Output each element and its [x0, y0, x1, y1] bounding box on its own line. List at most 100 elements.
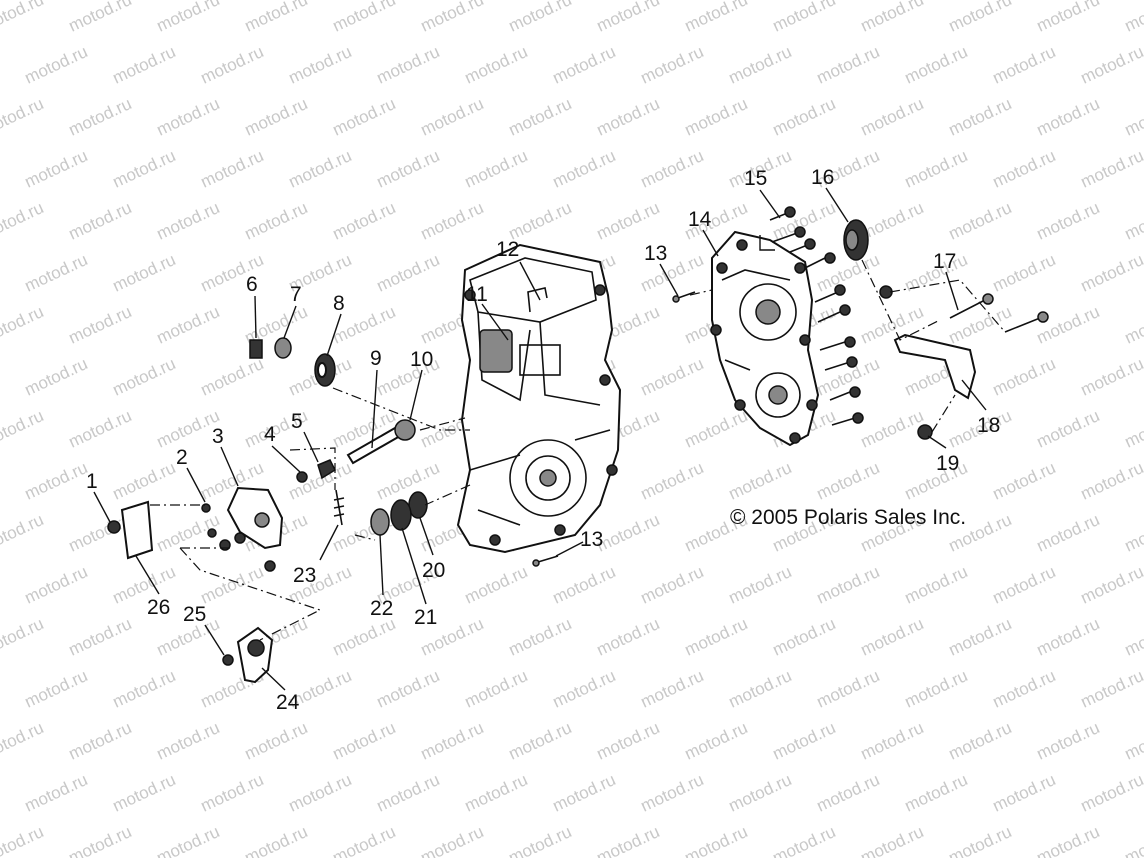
callout-13-upper: 13: [644, 242, 667, 265]
watermark-text: motod.ru: [770, 822, 839, 858]
watermark-text: motod.ru: [594, 94, 663, 140]
watermark-text: motod.ru: [110, 354, 179, 400]
watermark-text: motod.ru: [990, 562, 1059, 608]
watermark-text: motod.ru: [946, 302, 1015, 348]
watermark-text: motod.ru: [154, 0, 223, 36]
watermark-text: motod.ru: [594, 0, 663, 36]
callout-16: 16: [811, 166, 834, 189]
watermark-text: motod.ru: [506, 198, 575, 244]
callout-3: 3: [212, 425, 224, 448]
watermark-text: motod.ru: [66, 198, 135, 244]
watermark-text: motod.ru: [66, 406, 135, 452]
watermark-text: motod.ru: [814, 42, 883, 88]
watermark-text: motod.ru: [198, 562, 267, 608]
watermark-text: motod.ru: [1034, 406, 1103, 452]
watermark-text: motod.ru: [0, 94, 46, 140]
watermark-text: motod.ru: [66, 614, 135, 660]
callout-22: 22: [370, 597, 393, 620]
watermark-text: motod.ru: [374, 770, 443, 816]
watermark-text: motod.ru: [990, 354, 1059, 400]
watermark-text: motod.ru: [594, 822, 663, 858]
watermark-text: motod.ru: [1078, 146, 1144, 192]
watermark-text: motod.ru: [1078, 562, 1144, 608]
watermark-text: motod.ru: [374, 146, 443, 192]
watermark-text: motod.ru: [198, 354, 267, 400]
watermark-text: motod.ru: [1078, 354, 1144, 400]
watermark-text: motod.ru: [550, 146, 619, 192]
part-dowel-pins: [532, 291, 696, 567]
watermark-text: motod.ru: [0, 302, 46, 348]
part-gearcase-housing: [456, 243, 622, 554]
callout-18: 18: [977, 414, 1000, 437]
watermark-text: motod.ru: [22, 770, 91, 816]
watermark-text: motod.ru: [1122, 822, 1144, 858]
callout-7: 7: [290, 283, 302, 306]
watermark-text: motod.ru: [1078, 458, 1144, 504]
watermark-text: motod.ru: [814, 458, 883, 504]
callout-17: 17: [933, 250, 956, 273]
watermark-text: motod.ru: [330, 614, 399, 660]
part-key: [249, 339, 263, 359]
watermark-text: motod.ru: [154, 198, 223, 244]
watermark-text: motod.ru: [0, 42, 2, 88]
watermark-text: motod.ru: [550, 562, 619, 608]
watermark-text: motod.ru: [0, 822, 46, 858]
watermark-text: motod.ru: [638, 458, 707, 504]
watermark-text: motod.ru: [902, 770, 971, 816]
watermark-text: motod.ru: [66, 822, 135, 858]
callout-12: 12: [496, 238, 519, 261]
watermark-text: motod.ru: [22, 250, 91, 296]
callout-6: 6: [246, 273, 258, 296]
callout-1: 1: [86, 470, 98, 493]
part-sensor-hole: [247, 639, 265, 657]
watermark-text: motod.ru: [726, 770, 795, 816]
part-bushing: [274, 337, 292, 359]
watermark-text: motod.ru: [66, 302, 135, 348]
watermark-text: motod.ru: [110, 42, 179, 88]
watermark-text: motod.ru: [726, 562, 795, 608]
watermark-text: motod.ru: [110, 666, 179, 712]
copyright-notice: © 2005 Polaris Sales Inc.: [730, 506, 966, 529]
watermark-text: motod.ru: [1122, 510, 1144, 556]
watermark-text: motod.ru: [110, 770, 179, 816]
watermark-text: motod.ru: [770, 614, 839, 660]
watermark-text: motod.ru: [990, 770, 1059, 816]
part-gearcase-cover: [710, 230, 820, 447]
watermark-text: motod.ru: [726, 42, 795, 88]
watermark-text: motod.ru: [198, 42, 267, 88]
watermark-text: motod.ru: [22, 458, 91, 504]
callout-10: 10: [410, 348, 433, 371]
watermark-text: motod.ru: [638, 562, 707, 608]
watermark-text: motod.ru: [22, 146, 91, 192]
watermark-text: motod.ru: [0, 406, 46, 452]
watermark-text: motod.ru: [66, 94, 135, 140]
watermark-text: motod.ru: [0, 146, 2, 192]
callout-8: 8: [333, 292, 345, 315]
watermark-text: motod.ru: [770, 0, 839, 36]
watermark-text: motod.ru: [418, 718, 487, 764]
callout-20: 20: [422, 559, 445, 582]
watermark-text: motod.ru: [462, 666, 531, 712]
part-seal-8: [314, 353, 336, 387]
watermark-text: motod.ru: [858, 406, 927, 452]
watermark-text: motod.ru: [506, 614, 575, 660]
watermark-text: motod.ru: [242, 718, 311, 764]
watermark-text: motod.ru: [418, 0, 487, 36]
leader-lines: [93, 187, 987, 691]
watermark-text: motod.ru: [1122, 0, 1144, 36]
watermark-text: motod.ru: [1078, 666, 1144, 712]
watermark-text: motod.ru: [0, 614, 46, 660]
watermark-text: motod.ru: [374, 458, 443, 504]
watermark-text: motod.ru: [770, 198, 839, 244]
watermark-text: motod.ru: [946, 94, 1015, 140]
watermark-text: motod.ru: [594, 510, 663, 556]
callout-11: 11: [466, 283, 488, 306]
watermark-text: motod.ru: [330, 822, 399, 858]
watermark-text: motod.ru: [418, 198, 487, 244]
watermark-text: motod.ru: [990, 666, 1059, 712]
watermark-text: motod.ru: [242, 198, 311, 244]
watermark-text: motod.ru: [462, 562, 531, 608]
callout-21: 21: [414, 606, 437, 629]
part-vent-tube: [527, 287, 548, 313]
